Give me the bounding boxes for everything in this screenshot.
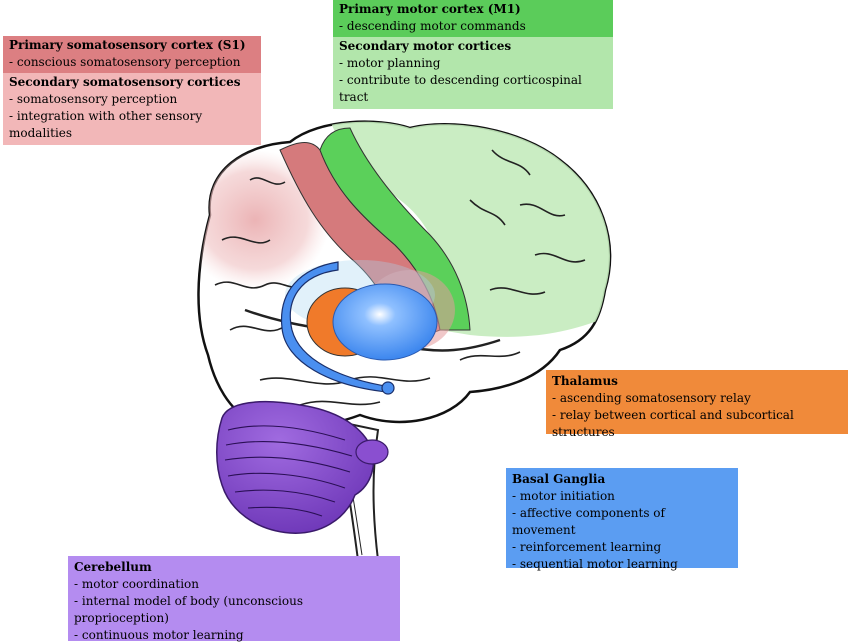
cerebellum-structure [216,400,375,534]
cerebellum-title: Cerebellum [74,560,152,574]
list-item: - reinforcement learning [512,540,662,554]
list-item: - somatosensory perception [9,92,178,106]
basal-ganglia-lentiform [332,283,438,361]
thalamus-label-box: Thalamus - ascending somatosensory relay… [546,370,848,439]
basal-ganglia-title: Basal Ganglia [512,472,606,486]
list-item: - affective components of movement [512,506,665,537]
list-item: - contribute to descending corticospinal… [339,73,582,104]
secondary-somatosensory-title: Secondary somatosensory cortices [9,75,241,89]
list-item: - integration with other sensory modalit… [9,109,203,140]
gyri-lines [214,149,586,406]
list-item: - conscious somatosensory perception [9,55,241,69]
basal-ganglia-tail [381,381,395,395]
cerebellum-label-box: Cerebellum - motor coordination - intern… [68,556,400,642]
primary-somatosensory-title: Primary somatosensory cortex (S1) [9,38,246,52]
thalamus-title: Thalamus [552,374,618,388]
list-item: - sequential motor learning [512,557,678,571]
somatosensory-label-box: Primary somatosensory cortex (S1) - cons… [3,36,261,145]
list-item: - motor initiation [512,489,615,503]
basal-ganglia-label-box: Basal Ganglia - motor initiation - affec… [506,468,738,571]
secondary-somatosensory-region [198,150,330,290]
motor-label-box: Primary motor cortex (M1) - descending m… [333,0,613,109]
list-item: - continuous motor learning [74,628,244,642]
list-item: - motor planning [339,56,441,70]
list-item: - ascending somatosensory relay [552,391,751,405]
secondary-motor-section: Secondary motor cortices - motor plannin… [333,37,613,109]
secondary-motor-title: Secondary motor cortices [339,39,512,53]
secondary-somatosensory-section: Secondary somatosensory cortices - somat… [3,73,261,145]
primary-somatosensory-header: Primary somatosensory cortex (S1) - cons… [3,36,261,73]
list-item: - motor coordination [74,577,199,591]
secondary-motor-region [330,121,610,337]
list-item: - relay between cortical and subcortical… [552,408,794,439]
primary-motor-title: Primary motor cortex (M1) [339,2,521,16]
list-item: - internal model of body (unconscious pr… [74,594,303,625]
list-item: - descending motor commands [339,19,526,33]
primary-motor-header: Primary motor cortex (M1) - descending m… [333,0,613,37]
